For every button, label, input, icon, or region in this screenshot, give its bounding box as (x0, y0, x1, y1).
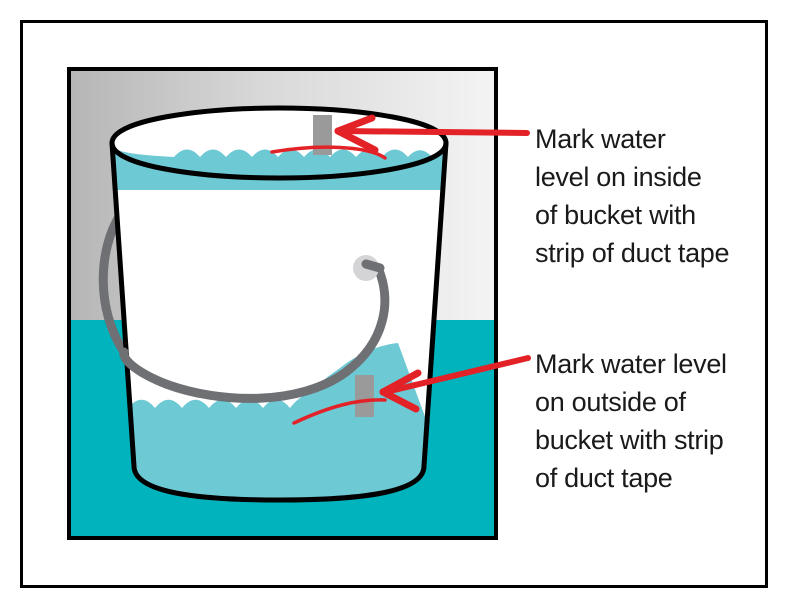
arrow-head-bottom-outside (379, 388, 420, 413)
inside-water-line-trace (270, 145, 387, 160)
arrow-head-bottom-inside (334, 127, 379, 154)
arrow-line-inside (338, 128, 530, 136)
tape-strip-outside (355, 375, 374, 417)
tape-strip-inside (313, 115, 332, 155)
bucket-handle (119, 263, 390, 403)
callout-text-inside: Mark water level on inside of bucket wit… (535, 124, 730, 268)
handle-mount-pin (361, 259, 385, 273)
bucket-outline (109, 105, 449, 503)
handle-left-arm-behind (98, 210, 129, 357)
callout-text-outside: Mark water level on outside of bucket wi… (535, 349, 727, 493)
callout-arrows (334, 114, 531, 413)
arrow-head-top-inside (334, 114, 376, 135)
bucket-rim-inner-edge (109, 142, 449, 181)
arrow-head-top-outside (379, 369, 422, 396)
outside-water-line-trace (292, 398, 387, 425)
arrow-line-outside (383, 355, 531, 395)
illustration-panel (67, 67, 498, 540)
